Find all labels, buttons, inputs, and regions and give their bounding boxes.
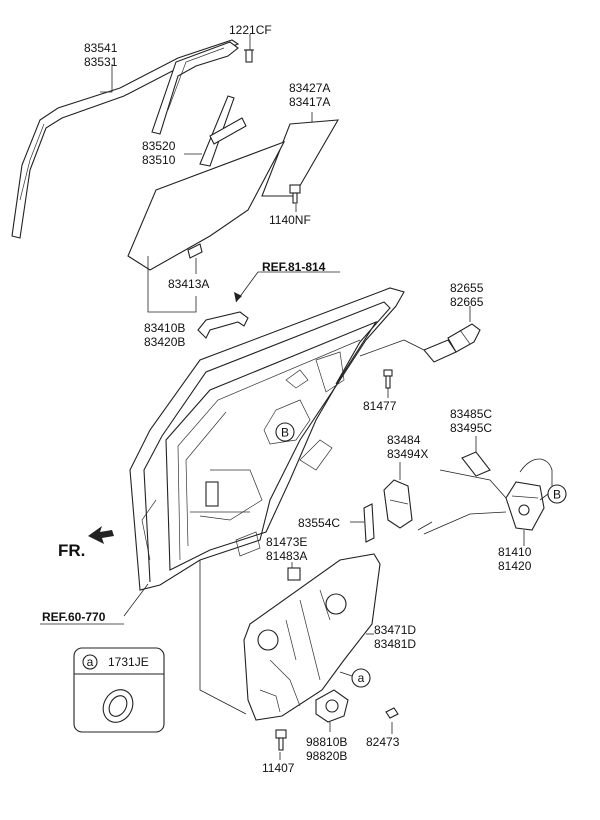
label-81473e: 81473E: [266, 535, 307, 549]
label-81410: 81410: [498, 545, 532, 559]
label-83510: 83510: [142, 153, 176, 167]
label-1221cf: 1221CF: [229, 23, 272, 37]
label-82473: 82473: [366, 735, 400, 749]
glass-clip-83413a: [187, 243, 203, 259]
window-run-channel: [151, 41, 247, 167]
callout-b-left-text: B: [281, 426, 289, 440]
front-direction-arrow: [88, 526, 114, 544]
weather-strip-83554c: [363, 503, 375, 543]
inset-part-number: 1731JE: [108, 655, 149, 669]
label-82665: 82665: [450, 295, 484, 309]
label-83427a: 83427A: [289, 81, 330, 95]
callout-a: a: [351, 668, 371, 688]
inside-handle: [423, 323, 481, 363]
label-ref-81-814: REF.81-814: [262, 260, 326, 274]
door-latch: [505, 481, 545, 531]
label-83413a: 83413A: [168, 277, 209, 291]
bolt-11407: [275, 729, 287, 751]
door-panel: [129, 287, 405, 591]
label-83541: 83541: [84, 41, 118, 55]
label-81420: 81420: [498, 559, 532, 573]
latch-cable: [461, 451, 553, 488]
screw-81477: [383, 369, 393, 389]
screw-82473: [385, 707, 399, 719]
label-1140nf: 1140NF: [269, 213, 311, 227]
callout-b-left: B: [275, 422, 295, 442]
label-81477: 81477: [363, 399, 397, 413]
callout-b-right: B: [547, 484, 567, 504]
label-83484: 83484: [387, 433, 421, 447]
leader-lines: [100, 34, 549, 760]
label-ref-60-770: REF.60-770: [42, 610, 106, 624]
label-82655: 82655: [450, 281, 484, 295]
label-83417a: 83417A: [289, 95, 330, 109]
regulator-bracket: [383, 479, 413, 529]
inset-box: a 1731JE: [73, 647, 165, 733]
label-fr: FR.: [58, 541, 85, 560]
label-83420b: 83420B: [144, 335, 185, 349]
door-glass: [127, 140, 286, 271]
screw-1221cf: [244, 49, 254, 63]
callout-a-text: a: [358, 671, 365, 685]
clip-81473e: [287, 567, 301, 581]
label-83494x: 83494X: [387, 447, 428, 461]
inset-key-text: a: [87, 655, 94, 669]
label-83531: 83531: [84, 55, 118, 69]
label-83471d: 83471D: [374, 623, 416, 637]
label-83520: 83520: [142, 139, 176, 153]
label-98820b: 98820B: [306, 749, 347, 763]
window-motor: [315, 689, 349, 723]
label-83410b: 83410B: [144, 321, 185, 335]
label-98810b: 98810B: [306, 735, 347, 749]
label-81483a: 81483A: [266, 549, 307, 563]
callout-b-right-text: B: [553, 488, 561, 502]
label-83485c: 83485C: [450, 407, 492, 421]
label-83554c: 83554C: [298, 516, 340, 530]
door-frame-molding: [11, 39, 240, 239]
bolt-1140nf: [289, 184, 301, 204]
outside-handle: [197, 311, 249, 339]
label-83481d: 83481D: [374, 637, 416, 651]
label-11407: 11407: [262, 761, 295, 775]
module-panel: [243, 553, 381, 721]
part-labels: 1221CF 83541 83531 83427A 83417A 83520 8…: [42, 23, 532, 775]
label-83495c: 83495C: [450, 421, 492, 435]
